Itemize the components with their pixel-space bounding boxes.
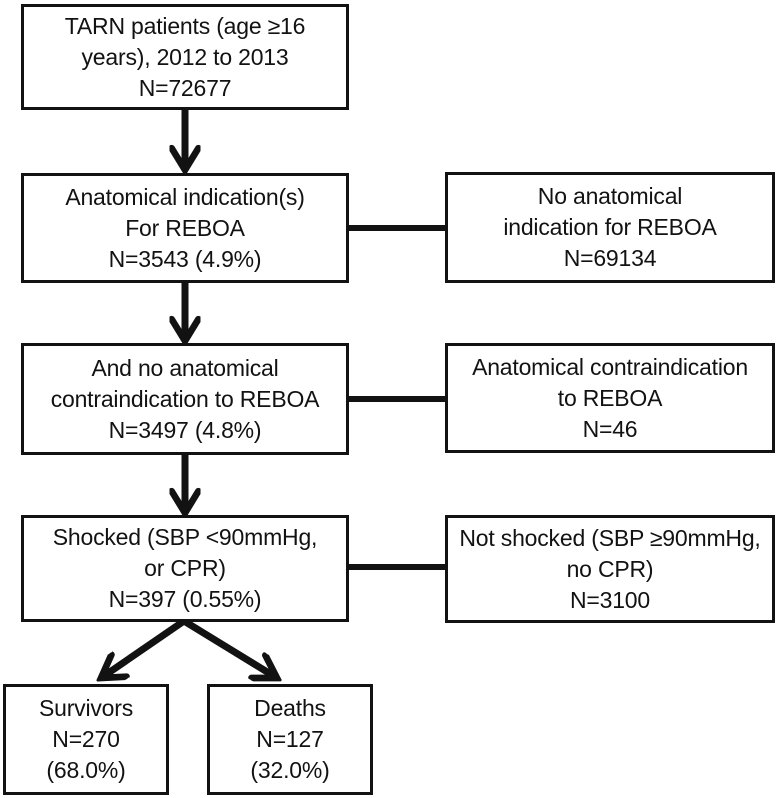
- box-survivors: Survivors N=270 (68.0%): [3, 684, 169, 795]
- box-line: Anatomical contraindication: [472, 353, 748, 380]
- box-deaths: Deaths N=127 (32.0%): [207, 684, 373, 795]
- box-line: For REBOA: [125, 214, 245, 241]
- box-line: or CPR): [144, 555, 226, 581]
- box-not-shocked: Not shocked (SBP ≥90mmHg, no CPR) N=3100: [445, 515, 775, 623]
- box-line: And no anatomical: [91, 354, 279, 381]
- box-no-anatomical-contraindication: And no anatomical contraindication to RE…: [21, 343, 349, 455]
- box-shocked: Shocked (SBP <90mmHg, or CPR) N=397 (0.5…: [21, 515, 349, 622]
- box-line: Shocked (SBP <90mmHg,: [52, 524, 318, 550]
- box-line: (32.0%): [250, 757, 330, 783]
- box-line: N=3100: [569, 586, 650, 613]
- box-line: Anatomical indication(s): [65, 183, 305, 210]
- box-line: N=69134: [563, 245, 657, 271]
- box-line: N=3543 (4.9%): [108, 245, 262, 272]
- box-line: Survivors: [38, 695, 134, 721]
- box-line: Not shocked (SBP ≥90mmHg,: [459, 524, 761, 551]
- arrow-shocked-to-survivors: [101, 618, 186, 678]
- box-line: to REBOA: [557, 384, 663, 411]
- box-anatomical-contraindication: Anatomical contraindication to REBOA N=4…: [445, 343, 775, 453]
- arrow-shocked-to-deaths: [182, 618, 277, 678]
- box-line: Deaths: [254, 695, 326, 721]
- box-line: years), 2012 to 2013: [81, 43, 289, 70]
- box-line: (68.0%): [46, 757, 126, 783]
- box-line: N=397 (0.55%): [108, 586, 262, 612]
- box-line: indication for REBOA: [503, 214, 717, 240]
- box-line: N=270: [52, 726, 120, 752]
- box-line: No anatomical: [537, 183, 683, 209]
- box-line: N=3497 (4.8%): [108, 416, 262, 443]
- box-line: N=46: [582, 415, 638, 442]
- box-line: TARN patients (age ≥16: [64, 12, 306, 39]
- box-line: N=127: [256, 726, 324, 752]
- box-tarn-patients: TARN patients (age ≥16 years), 2012 to 2…: [21, 4, 349, 110]
- box-anatomical-indication: Anatomical indication(s) For REBOA N=354…: [21, 173, 349, 283]
- box-line: contraindication to REBOA: [50, 385, 320, 412]
- box-line: no CPR): [566, 555, 654, 582]
- box-no-anatomical-indication: No anatomical indication for REBOA N=691…: [445, 172, 775, 283]
- box-line: N=72677: [138, 74, 232, 101]
